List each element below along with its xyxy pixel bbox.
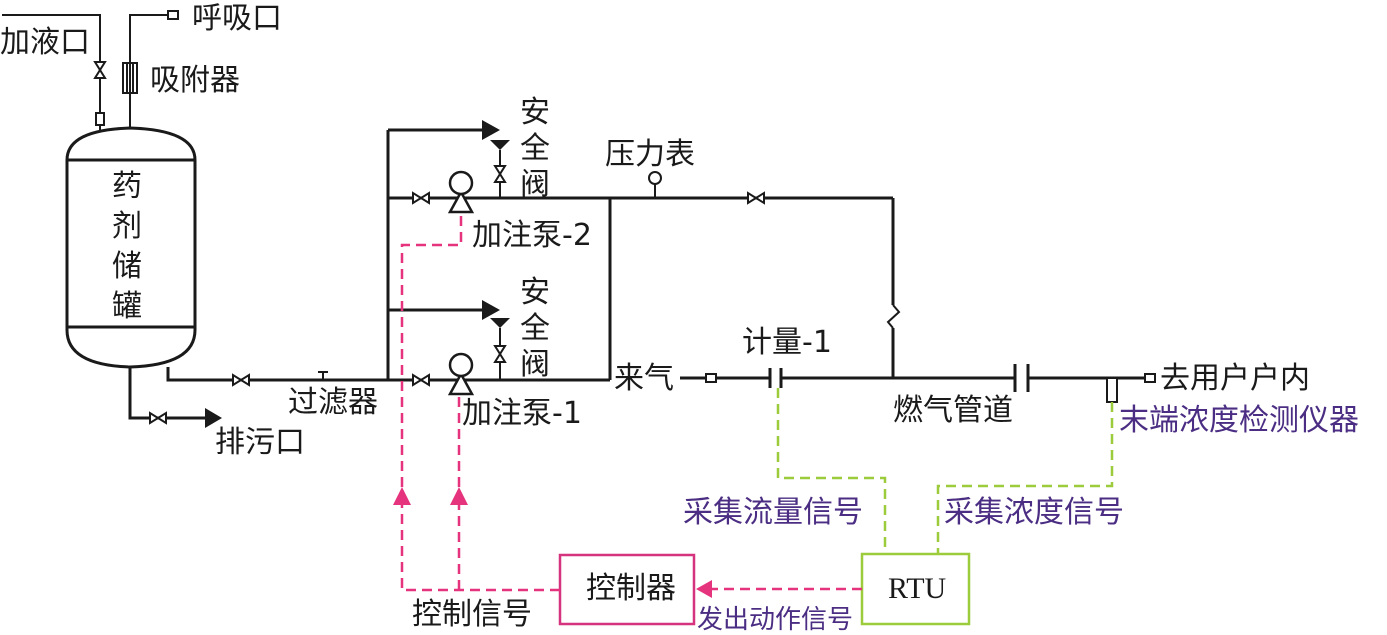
end-detector-label: 末端浓度检测仪器 [1119,403,1359,438]
safety-line-2 [388,120,510,198]
pump-1-line [388,352,610,396]
to-user-label: 去用户户内 [1160,361,1310,396]
gas-in-label: 来气 [614,361,674,396]
tank-label-3: 储 [112,249,142,284]
pump-2-icon [447,170,475,214]
drain-line [128,367,222,428]
pipe-flange-icon [1013,364,1030,392]
pump-2-label: 加注泵-2 [472,218,592,253]
safety-valve-1-char-1: 安 [520,275,550,310]
action-signal-arrow [696,580,712,598]
meter-1-icon [768,368,783,388]
storage-tank [65,126,197,369]
control-signal-line-2 [400,505,560,592]
detector-icon [1106,377,1118,403]
control-signal-label: 控制信号 [412,597,532,632]
gas-pipe-label: 燃气管道 [893,393,1013,428]
drain-valve-icon [149,411,167,425]
tank-label-2: 剂 [112,209,142,244]
meter-1-label: 计量-1 [742,325,832,360]
safety-valve-1-char-3: 阀 [520,347,550,382]
pump-1-icon [447,352,475,396]
rtu-box [860,552,971,626]
control-signal-arrow-2 [393,487,411,505]
pump-1-label: 加注泵-1 [462,396,582,431]
safety-valve-2-char-2: 全 [520,131,550,166]
adsorber-icon [122,62,138,94]
filter-icon [318,371,328,380]
control-signal-arrow-1 [450,487,468,505]
gas-main [680,364,1156,403]
conc-signal-line [936,402,1114,553]
rtu-label: RTU [888,572,947,605]
flow-signal-label: 采集流量信号 [683,495,863,530]
conc-signal-label: 采集浓度信号 [944,495,1124,530]
safety-valve-2-char-1: 安 [520,95,550,130]
action-signal-label: 发出动作信号 [697,605,853,635]
safety-valve-1-char-2: 全 [520,311,550,346]
controller-label: 控制器 [586,571,676,606]
breather-line [122,10,179,128]
fill-valve-icon [93,61,107,79]
tank-label-4: 罐 [112,289,142,324]
tank-label-1: 药 [112,169,142,204]
adsorber-label: 吸附器 [150,63,240,98]
pressure-gauge-label: 压力表 [605,137,695,172]
pump-2-line [388,170,893,380]
drain-label: 排污口 [215,425,305,460]
filter-label: 过滤器 [288,385,378,420]
outlet-valve-icon [232,373,250,387]
fill-port-line [2,14,107,130]
injection-riser [886,198,901,378]
tank-outlet-line [166,367,388,387]
fill-port-label: 加液口 [0,25,90,60]
breather-port-label: 呼吸口 [192,1,282,36]
control-to-pump-2 [400,212,463,487]
safety-valve-2-char-3: 阀 [520,167,550,202]
safety-line-1 [388,300,510,380]
